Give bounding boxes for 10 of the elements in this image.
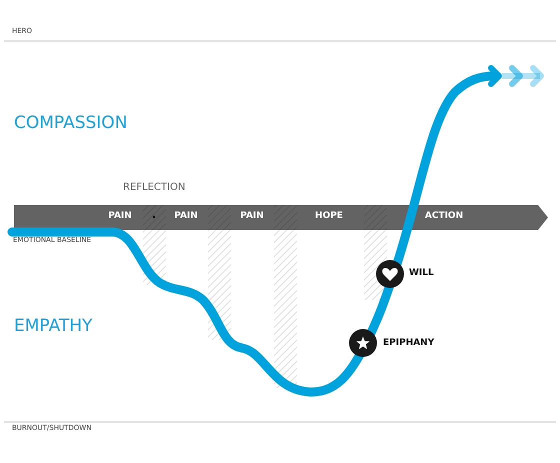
stage-label: HOPE [315, 212, 343, 221]
milestone-label: WILL [409, 269, 434, 278]
phase-label: REFLECTION [123, 183, 186, 193]
stage-label: PAIN [240, 212, 264, 221]
stage-label: ACTION [424, 212, 464, 221]
zone-label: EMPATHY [14, 318, 92, 335]
stage-label: PAIN [108, 212, 132, 221]
milestone-label: EPIPHANY [383, 339, 434, 348]
zone-label: COMPASSION [14, 115, 128, 132]
stage-label: PAIN [174, 212, 198, 221]
